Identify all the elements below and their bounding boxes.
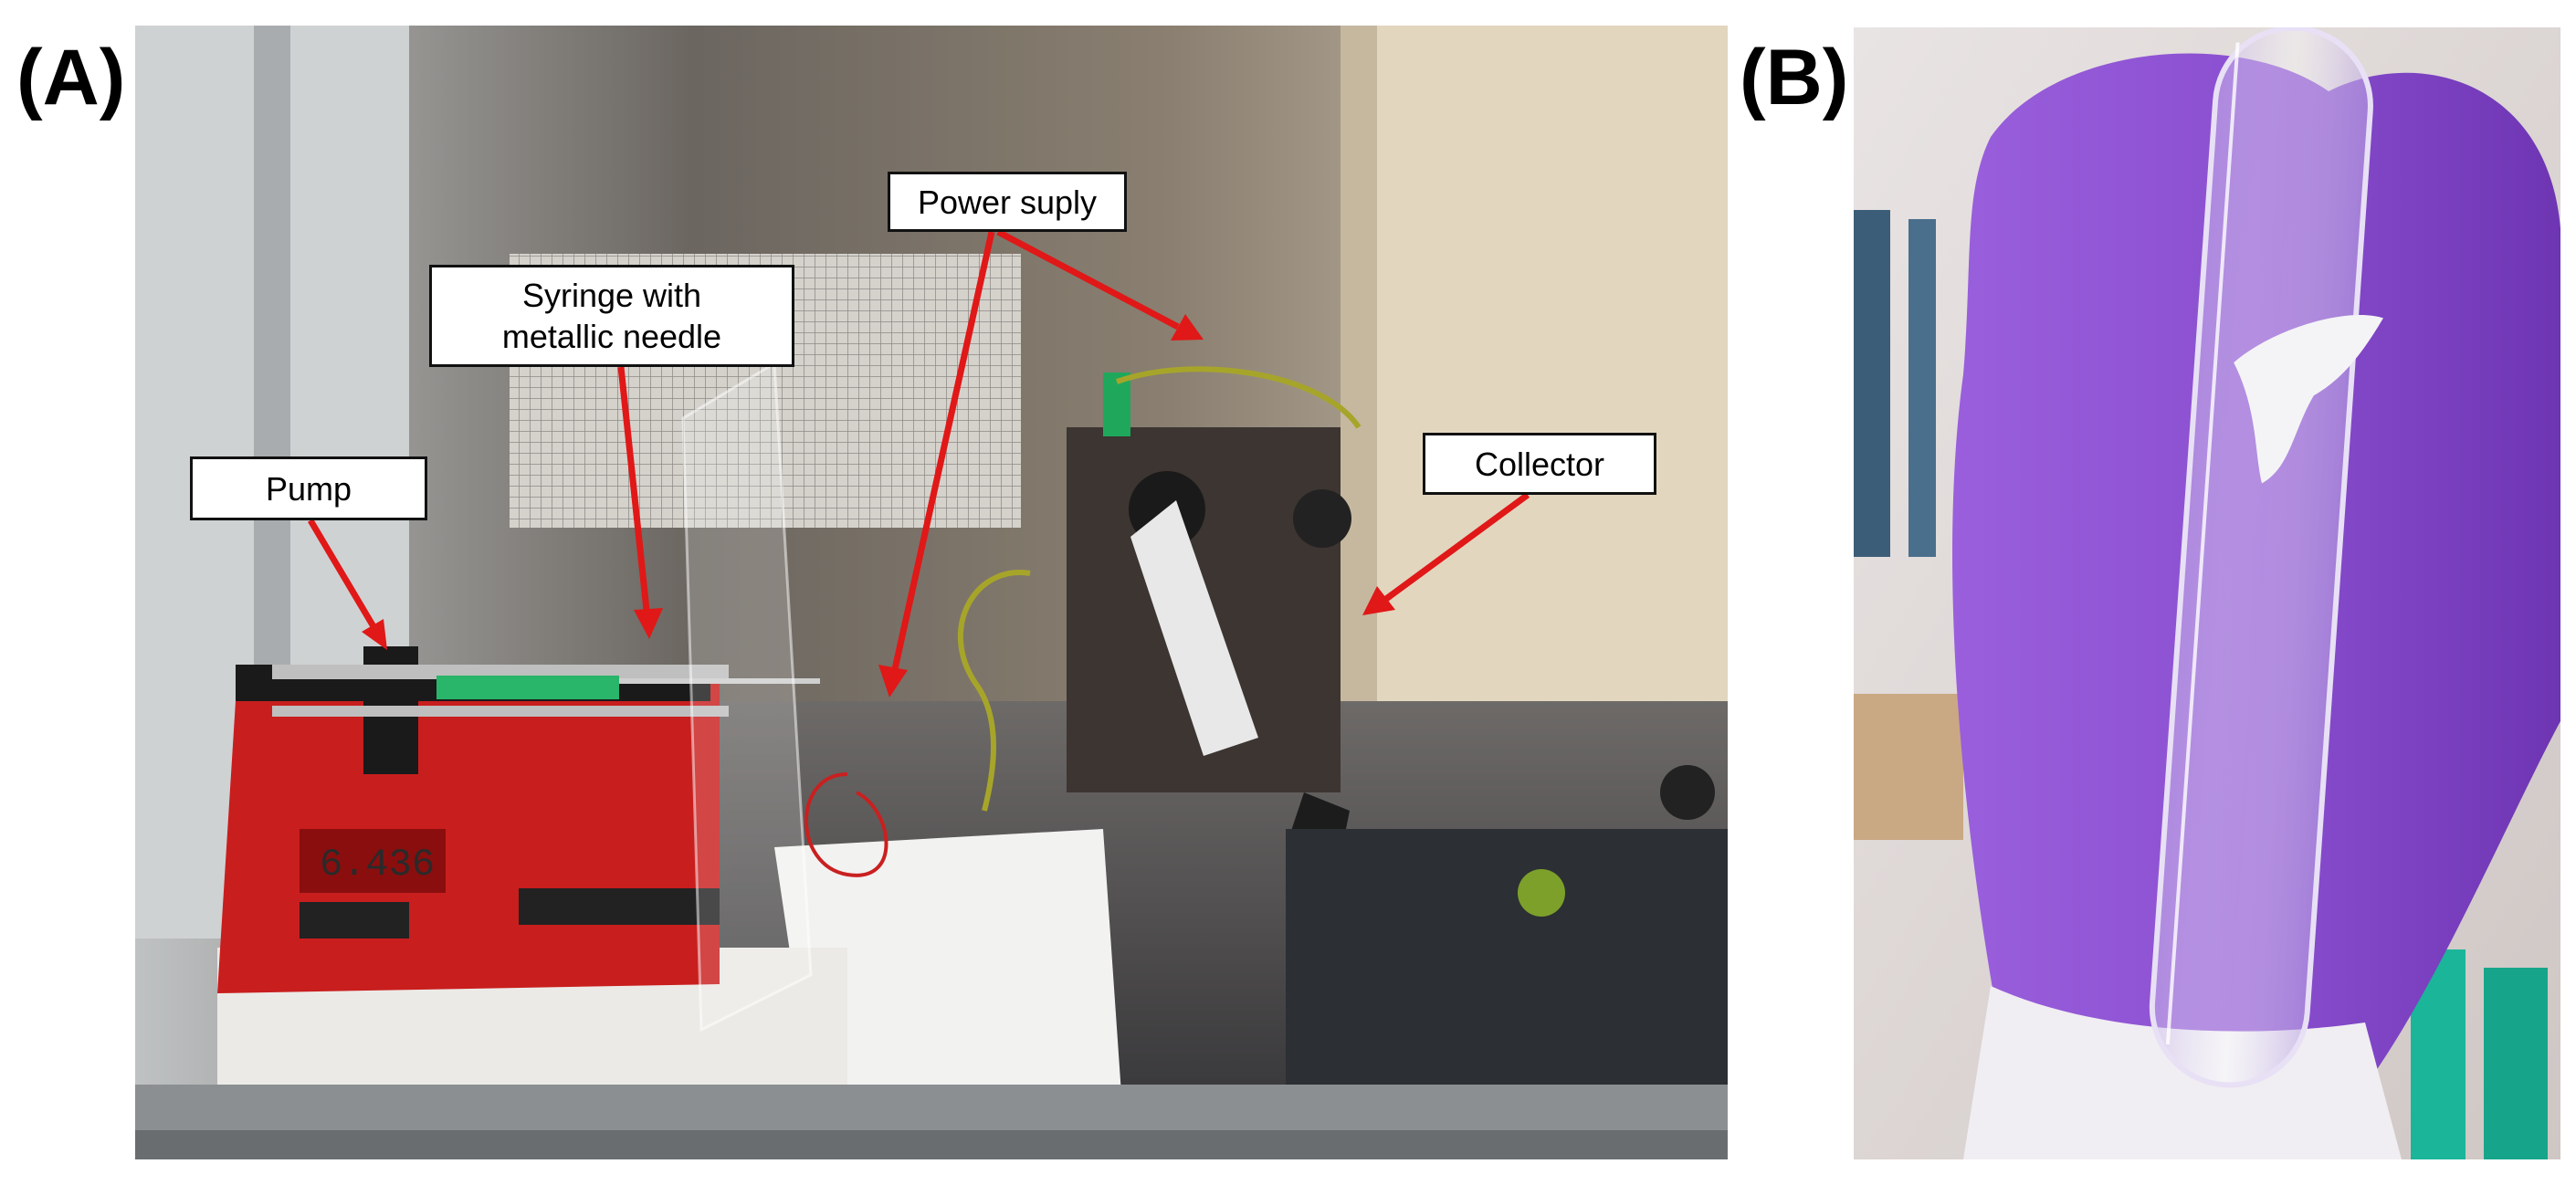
paper bbox=[774, 829, 1121, 1094]
collector-housing bbox=[1067, 372, 1351, 856]
fiber-sample bbox=[2234, 315, 2383, 484]
arrow-power-right bbox=[996, 228, 1180, 330]
callout-power-supply: Power suply bbox=[888, 172, 1127, 232]
callout-pump: Pump bbox=[190, 456, 427, 520]
test-tube bbox=[2149, 27, 2383, 1088]
arrow-pump-head bbox=[362, 619, 387, 650]
callout-syringe-line1: Syringe with bbox=[521, 277, 702, 314]
callout-collector: Collector bbox=[1423, 433, 1656, 495]
arrow-collector-head bbox=[1362, 586, 1395, 615]
callout-syringe-line2: metallic needle bbox=[501, 318, 722, 355]
panel-label-b: (B) bbox=[1740, 34, 1849, 121]
callout-arrows bbox=[307, 228, 1530, 697]
pump-display-readout: 6.436 bbox=[320, 843, 435, 886]
test-tube-photo bbox=[1854, 27, 2560, 1159]
arrow-pump bbox=[307, 519, 378, 630]
arrow-power-left bbox=[891, 231, 995, 670]
arrow-power-left-head bbox=[878, 665, 908, 697]
electrospinning-setup-photo: 6.436 bbox=[135, 26, 1728, 1159]
syringe-pump bbox=[217, 646, 820, 993]
arrow-power-right-head bbox=[1171, 314, 1204, 341]
arrow-syringe bbox=[617, 366, 650, 611]
callout-syringe: Syringe with metallic needle bbox=[429, 265, 794, 367]
panel-label-a: (A) bbox=[16, 34, 126, 121]
test-tube-illustration bbox=[1854, 27, 2560, 1159]
arrow-syringe-head bbox=[634, 608, 663, 639]
arrow-collector bbox=[1383, 492, 1530, 602]
